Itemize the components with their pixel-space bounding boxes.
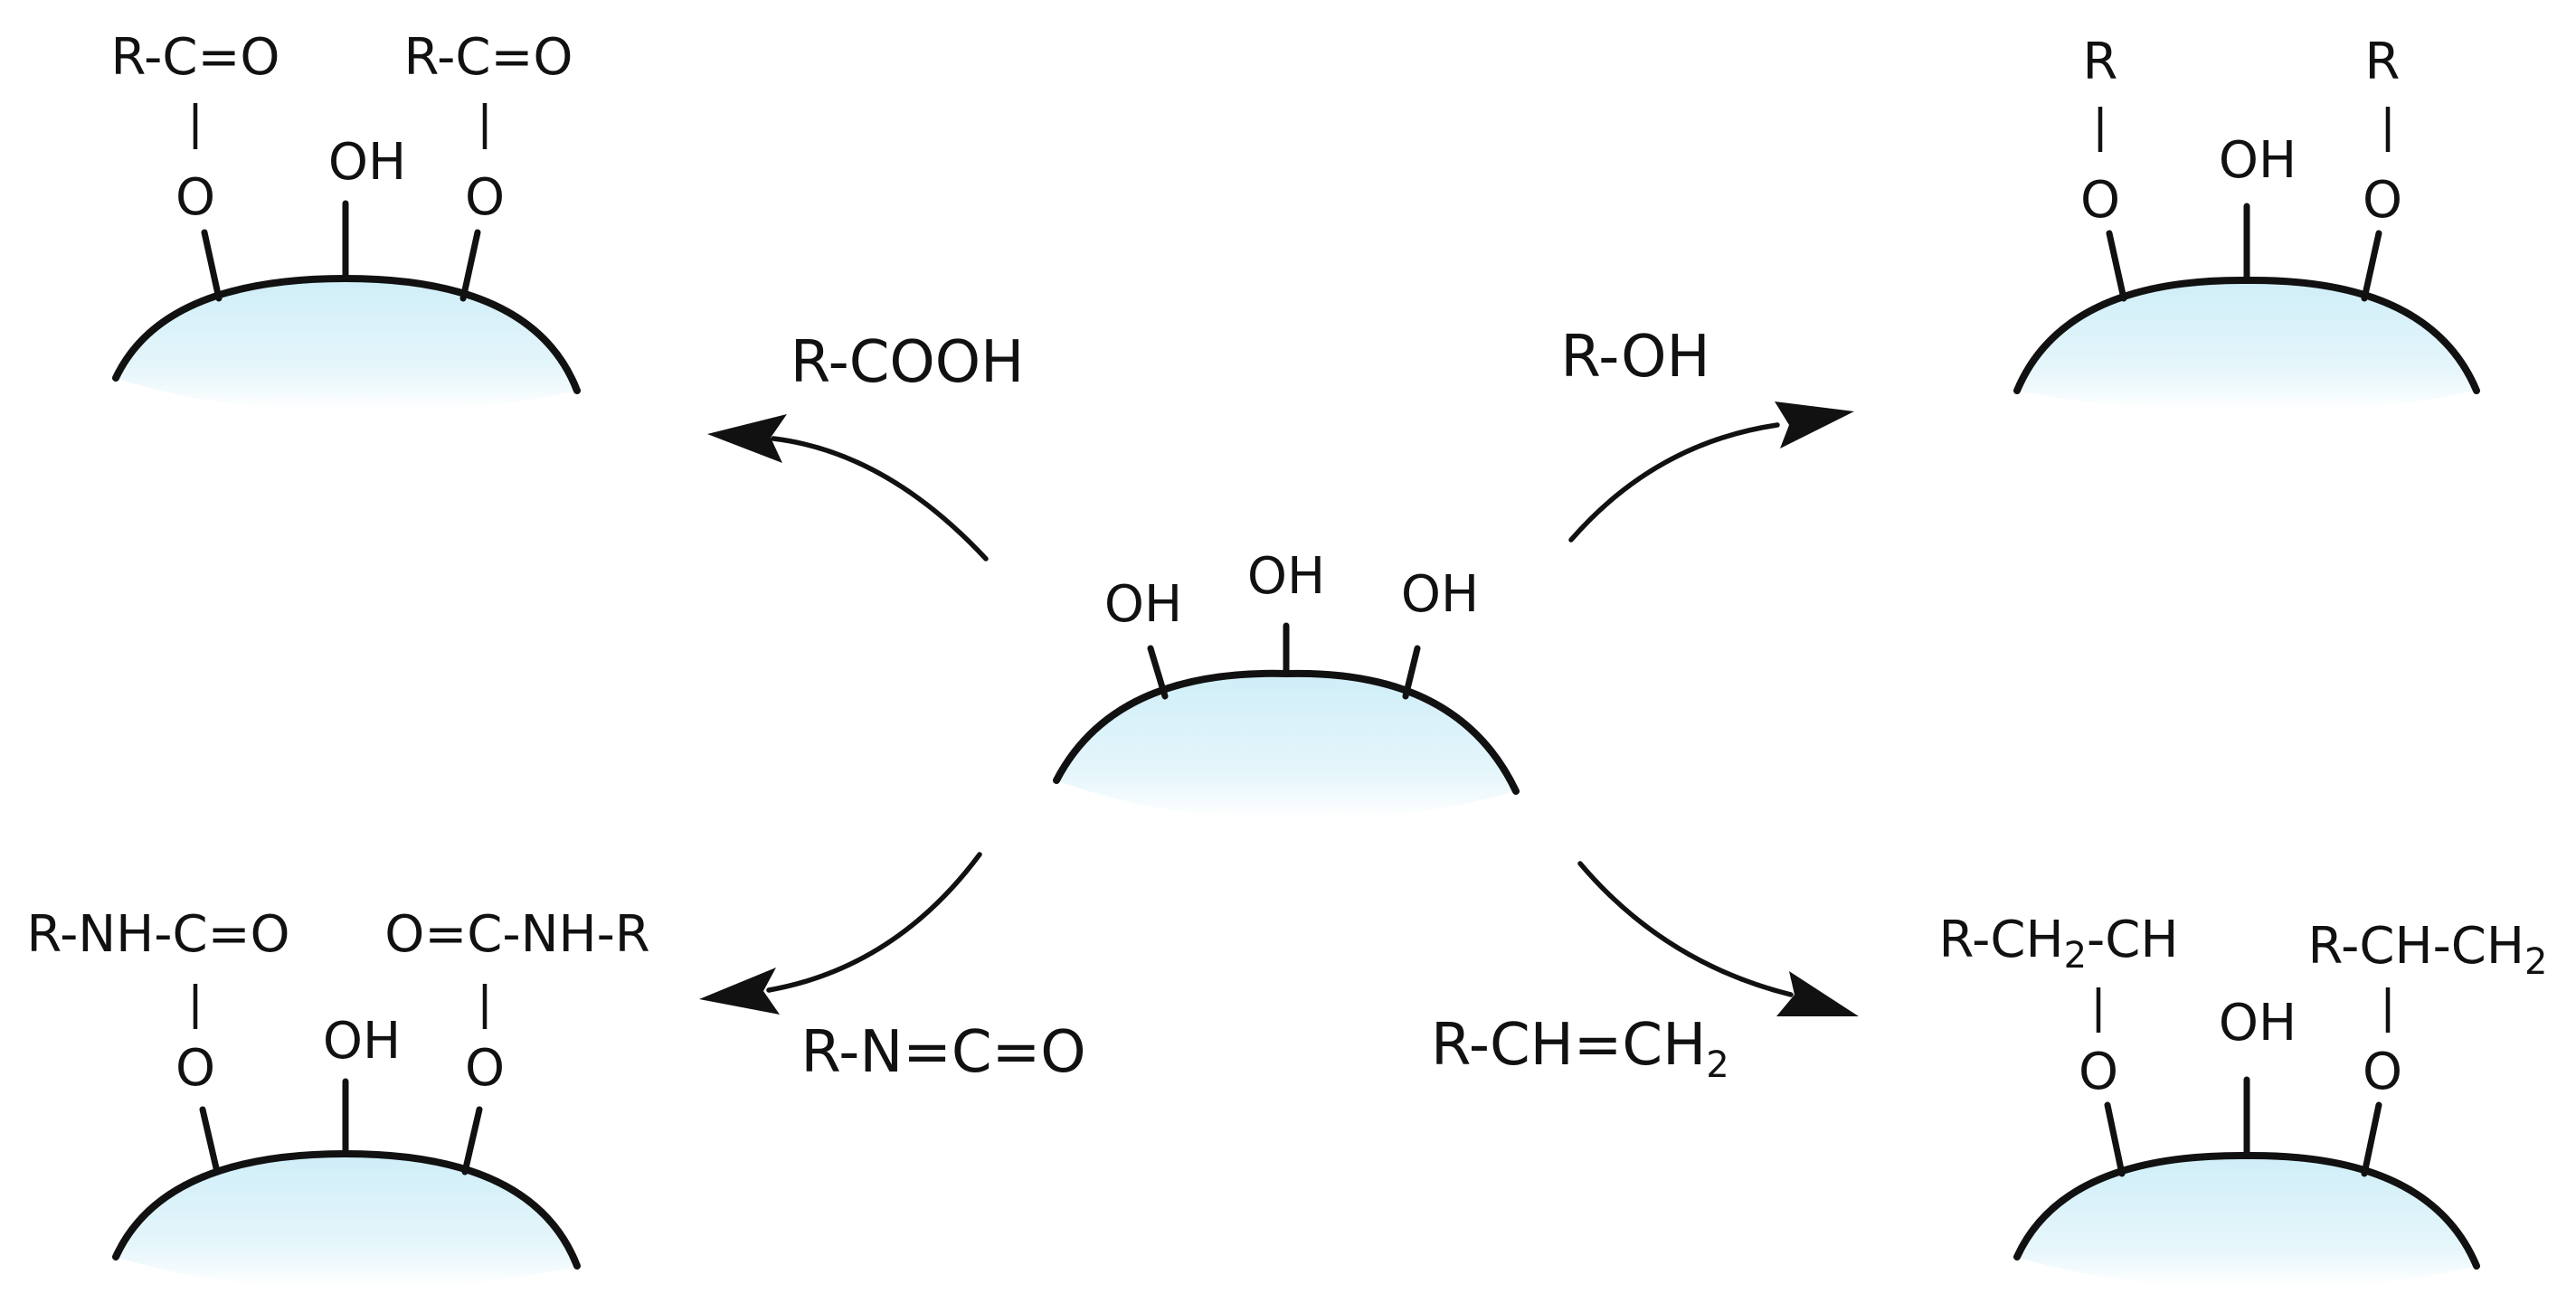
product-urethane: R-NH-C=O O=C-NH-R O O OH — [26, 905, 650, 1288]
urethane-oh-middle: OH — [323, 1012, 401, 1071]
ester-o-right: O — [465, 168, 505, 227]
alkylated-group-left-main: R-CH — [1939, 911, 2064, 969]
ether-o-left: O — [2080, 171, 2120, 230]
ether-group-left: R — [2083, 33, 2118, 91]
alkylated-group-left-tail: -CH — [2087, 911, 2178, 969]
center-bond-right — [1402, 645, 1421, 700]
ether-group-right: R — [2365, 33, 2401, 91]
ester-oh-middle: OH — [328, 133, 406, 192]
ester-bond-left — [201, 229, 223, 302]
alkylated-oh-middle: OH — [2219, 994, 2297, 1053]
ether-oh-middle: OH — [2219, 131, 2297, 190]
alkylated-group-left: R-CH2-CH — [1939, 911, 2179, 977]
ester-particle-fill — [116, 279, 577, 411]
ester-group-right: R-C=O — [404, 28, 573, 87]
ether-o-right: O — [2363, 171, 2402, 230]
urethane-group-left: R-NH-C=O — [26, 905, 289, 964]
urethane-o-left: O — [175, 1039, 215, 1098]
urethane-o-right: O — [465, 1039, 505, 1098]
reagent-isocyanate: R-N=C=O — [800, 1019, 1085, 1086]
urethane-group-right: O=C-NH-R — [384, 905, 649, 964]
product-alkylated: R-CH2-CH R-CH-CH2 O O OH — [1939, 911, 2548, 1288]
reagent-alkene-main: R-CH=CH — [1431, 1012, 1706, 1079]
ester-group-left: R-C=O — [111, 28, 280, 87]
center-oh-right: OH — [1401, 565, 1479, 624]
ester-bond-right — [459, 229, 481, 302]
arrow-to-urethane — [699, 852, 982, 1015]
alkylated-group-right-subscript: 2 — [2524, 941, 2547, 983]
alkylated-group-right-main: R-CH-CH — [2308, 917, 2524, 976]
reagent-alkene: R-CH=CH2 — [1431, 1012, 1729, 1086]
center-bond-left — [1147, 645, 1169, 700]
arrow-to-ester — [707, 414, 989, 562]
alkylated-group-right: R-CH-CH2 — [2308, 917, 2548, 983]
product-ester: R-C=O R-C=O O O OH — [111, 28, 581, 411]
ether-bond-left — [2106, 230, 2127, 302]
ether-bond-right — [2361, 230, 2382, 302]
urethane-bond-left — [199, 1106, 221, 1176]
alkylated-o-right: O — [2363, 1043, 2402, 1101]
alkylated-group-left-subscript: 2 — [2064, 935, 2087, 977]
ether-particle-fill — [2017, 279, 2477, 411]
product-ether: R R O O OH — [2013, 33, 2480, 411]
reagent-acid: R-COOH — [791, 329, 1025, 396]
reagent-alcohol: R-OH — [1560, 324, 1709, 391]
arrow-to-alkylated — [1577, 861, 1859, 1016]
center-oh-middle: OH — [1247, 547, 1325, 606]
ester-o-left: O — [175, 168, 215, 227]
alkylated-bond-right — [2361, 1101, 2382, 1177]
center-particle: OH OH OH — [1053, 547, 1520, 819]
urethane-bond-right — [461, 1106, 483, 1176]
urethane-particle-fill — [116, 1154, 577, 1288]
alkylated-particle-fill — [2017, 1155, 2477, 1288]
arrow-to-ether — [1568, 401, 1854, 543]
alkylated-bond-left — [2104, 1101, 2126, 1177]
center-oh-left: OH — [1104, 575, 1182, 634]
reagent-alkene-subscript: 2 — [1706, 1044, 1728, 1086]
alkylated-o-left: O — [2079, 1043, 2118, 1101]
center-particle-fill — [1056, 673, 1516, 819]
